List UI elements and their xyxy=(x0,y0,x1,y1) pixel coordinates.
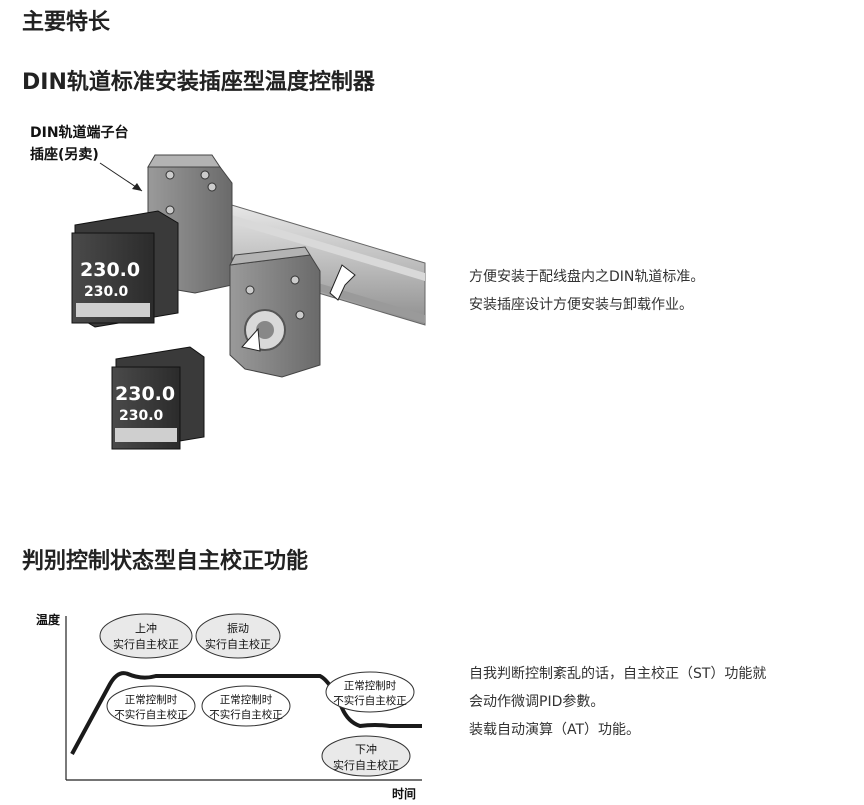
bubble-normal-1-line2: 不实行自主校正 xyxy=(114,708,188,721)
callout-socket-line1: DIN轨道端子台 xyxy=(30,124,129,141)
bubble-oscillation-line2: 实行自主校正 xyxy=(205,637,271,651)
din-rail-illustration: DIN轨道端子台 插座(另卖) 230.0 230.0 230.0 230.0 xyxy=(30,124,426,450)
bubble-normal-1-line1: 正常控制时 xyxy=(125,693,178,706)
section1-description: 方便安装于配线盘内之DIN轨道标准。 安装插座设计方便安装与卸载作业。 xyxy=(469,263,704,319)
section2-desc-line: 装载自动演算（AT）功能。 xyxy=(469,722,641,738)
bubble-normal-2 xyxy=(201,685,291,727)
bubble-normal-3-line1: 正常控制时 xyxy=(344,679,397,692)
page-title: 主要特长 xyxy=(22,10,111,35)
insert-arrow-socket xyxy=(329,264,356,301)
callout-socket-line2: 插座(另卖) xyxy=(30,146,99,163)
temperature-curve xyxy=(70,671,422,755)
bubble-overshoot-line1: 上冲 xyxy=(135,621,157,635)
section2-description: 自我判断控制紊乱的话，自主校正（ST）功能就 会动作微调PID参數。 装载自动演… xyxy=(469,660,766,744)
controller-top-sv: 230.0 xyxy=(84,284,129,300)
bubble-oscillation-line1: 振动 xyxy=(227,621,249,635)
y-axis-label: 温度 xyxy=(36,612,61,627)
bubble-overshoot-line2: 实行自主校正 xyxy=(113,637,179,651)
bubble-normal-3-line2: 不实行自主校正 xyxy=(333,694,407,707)
bubble-undershoot-line1: 下冲 xyxy=(355,742,377,756)
bubble-undershoot xyxy=(321,735,411,777)
section-heading-self-tuning: 判别控制状态型自主校正功能 xyxy=(22,549,309,574)
section2-desc-line: 自我判断控制紊乱的话，自主校正（ST）功能就 xyxy=(469,666,767,682)
controller-top-pv: 230.0 xyxy=(80,259,140,281)
bubble-normal-1 xyxy=(106,685,196,727)
x-axis-label: 时间 xyxy=(392,786,416,801)
self-tuning-diagram: 温度 时间 上冲 实行自主校正 振动 实行自主校正 正常控制时 不实行自主校正 … xyxy=(36,612,422,801)
bubble-undershoot-line2: 实行自主校正 xyxy=(333,758,399,772)
bubble-oscillation xyxy=(195,613,281,659)
insert-arrow-controller xyxy=(241,327,261,352)
controller-bottom-pv: 230.0 xyxy=(115,383,175,405)
controller-bottom-sv: 230.0 xyxy=(119,408,164,424)
section2-desc-line: 会动作微调PID参數。 xyxy=(469,694,605,710)
bubble-overshoot xyxy=(99,613,193,659)
section-heading-din-rail: DIN轨道标准安装插座型温度控制器 xyxy=(22,70,375,95)
bubble-normal-2-line1: 正常控制时 xyxy=(220,693,273,706)
section1-desc-line: 安装插座设计方便安装与卸载作业。 xyxy=(469,297,693,313)
bubble-normal-3 xyxy=(325,671,415,713)
bubble-normal-2-line2: 不实行自主校正 xyxy=(209,708,283,721)
section1-desc-line: 方便安装于配线盘内之DIN轨道标准。 xyxy=(469,269,705,285)
